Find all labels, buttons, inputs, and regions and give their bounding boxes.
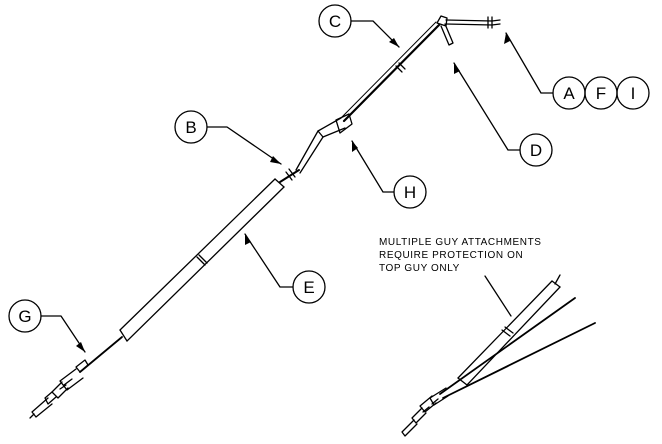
leader-lines [40,20,554,353]
callout-circle-d [519,133,553,167]
callout-circle-g [8,299,42,333]
note-line-2: REQUIRE PROTECTION ON [379,250,523,261]
callout-label-c: C [329,12,341,31]
callout-circle-i [616,76,650,110]
callout-label-d: D [530,141,542,160]
callout-label-b: B [185,118,196,137]
guy-guard [119,178,285,342]
guy-note: MULTIPLE GUY ATTACHMENTS REQUIRE PROTECT… [379,237,542,274]
top-attachment-hardware [436,15,501,46]
callout-label-i: I [631,84,636,103]
callout-circles [8,4,650,333]
multiple-guy-sketch [401,274,596,437]
strand-insulator [279,168,300,183]
callout-label-h: H [404,183,416,202]
anchor-hardware [29,359,89,419]
preformed-grip [295,113,353,174]
callout-circle-b [174,110,208,144]
callout-circle-h [393,175,427,209]
callout-label-g: G [18,307,31,326]
callout-label-e: E [303,278,314,297]
callout-label-a: A [563,84,575,103]
callout-circle-c [318,4,352,38]
callout-circle-e [292,270,326,304]
note-line-1: MULTIPLE GUY ATTACHMENTS [379,237,542,248]
upper-guy-strand [340,21,441,123]
arrowheads [76,33,510,352]
note-line-3: TOP GUY ONLY [379,263,460,274]
callout-label-f: F [596,84,606,103]
